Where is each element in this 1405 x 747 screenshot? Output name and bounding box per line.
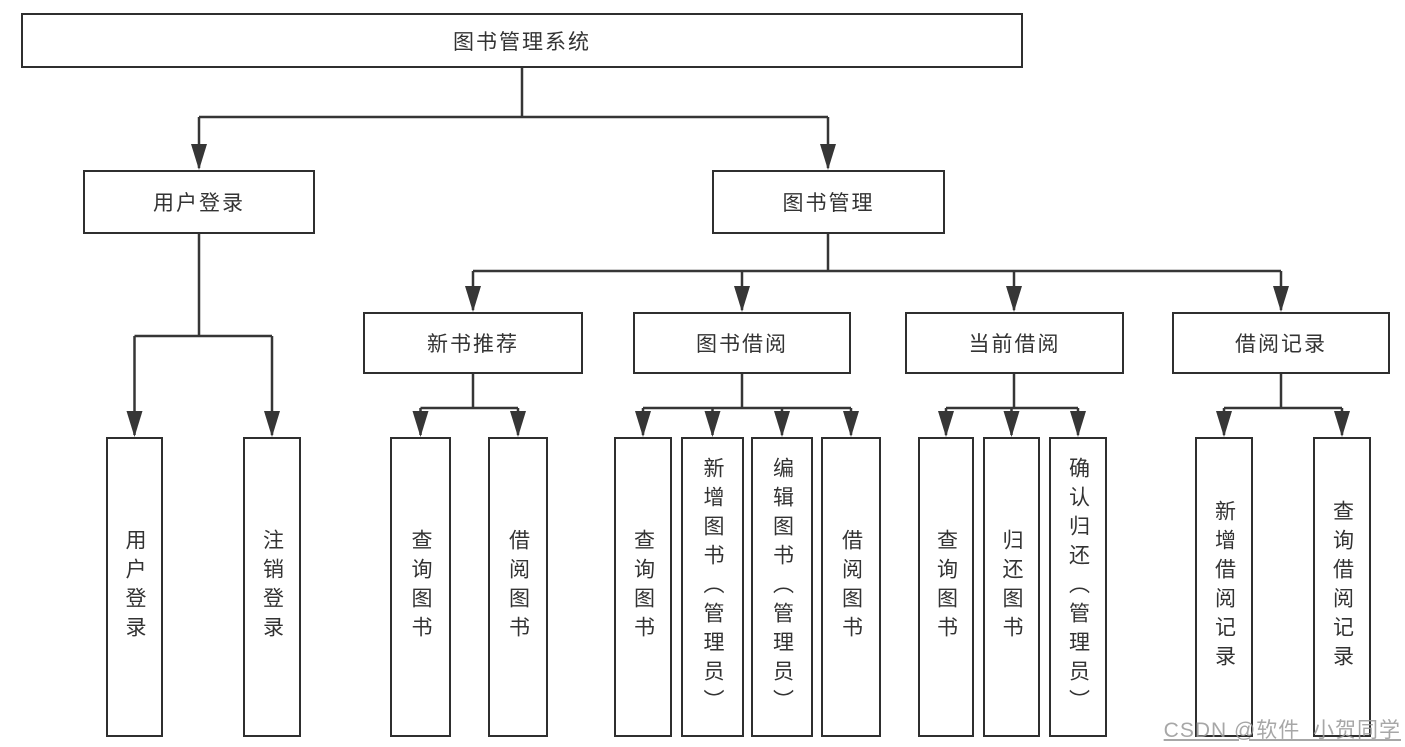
leaf-node: 借阅图书 <box>488 437 548 737</box>
leaf-node: 归还图书 <box>983 437 1040 737</box>
leaf-node: 确认归还（管理员） <box>1049 437 1107 737</box>
leaf-node: 新增借阅记录 <box>1195 437 1253 737</box>
leaf-label: 归还图书 <box>1000 529 1023 645</box>
leaf-node: 编辑图书（管理员） <box>751 437 813 737</box>
node-user-login-label: 用户登录 <box>153 192 245 215</box>
leaf-label: 借阅图书 <box>839 529 863 645</box>
node-current-borrow-label: 当前借阅 <box>968 333 1061 356</box>
node-user-login: 用户登录 <box>83 170 315 234</box>
node-book-management-label: 图书管理 <box>782 192 875 215</box>
leaf-label: 查询图书 <box>934 529 958 645</box>
leaf-label: 用户登录 <box>123 529 146 645</box>
node-current-borrow: 当前借阅 <box>905 312 1124 374</box>
leaf-node: 用户登录 <box>106 437 163 737</box>
leaf-node: 新增图书（管理员） <box>681 437 744 737</box>
node-borrow-records-label: 借阅记录 <box>1235 333 1327 356</box>
leaf-node: 注销登录 <box>243 437 301 737</box>
node-new-book-recommend-label: 新书推荐 <box>427 333 519 356</box>
leaf-node: 查询图书 <box>390 437 451 737</box>
leaf-node: 查询借阅记录 <box>1313 437 1371 737</box>
leaf-node: 查询图书 <box>614 437 672 737</box>
leaf-node: 借阅图书 <box>821 437 881 737</box>
node-root-label: 图书管理系统 <box>453 30 591 54</box>
csdn-watermark: CSDN @软件_小贺同学 <box>1163 719 1401 742</box>
leaf-label: 编辑图书（管理员） <box>770 456 794 718</box>
leaf-label: 借阅图书 <box>506 529 530 645</box>
node-book-borrow-label: 图书借阅 <box>696 333 788 356</box>
node-borrow-records: 借阅记录 <box>1172 312 1390 374</box>
node-book-management: 图书管理 <box>712 170 945 234</box>
node-root: 图书管理系统 <box>21 13 1023 68</box>
leaf-label: 新增借阅记录 <box>1212 500 1236 674</box>
leaf-label: 注销登录 <box>260 529 284 645</box>
node-new-book-recommend: 新书推荐 <box>363 312 583 374</box>
leaf-label: 查询图书 <box>409 529 432 645</box>
node-book-borrow: 图书借阅 <box>633 312 851 374</box>
leaf-label: 查询图书 <box>631 529 655 645</box>
leaf-label: 查询借阅记录 <box>1330 500 1354 674</box>
leaf-label: 确认归还（管理员） <box>1066 456 1090 718</box>
leaf-label: 新增图书（管理员） <box>701 456 724 718</box>
leaf-node: 查询图书 <box>918 437 974 737</box>
